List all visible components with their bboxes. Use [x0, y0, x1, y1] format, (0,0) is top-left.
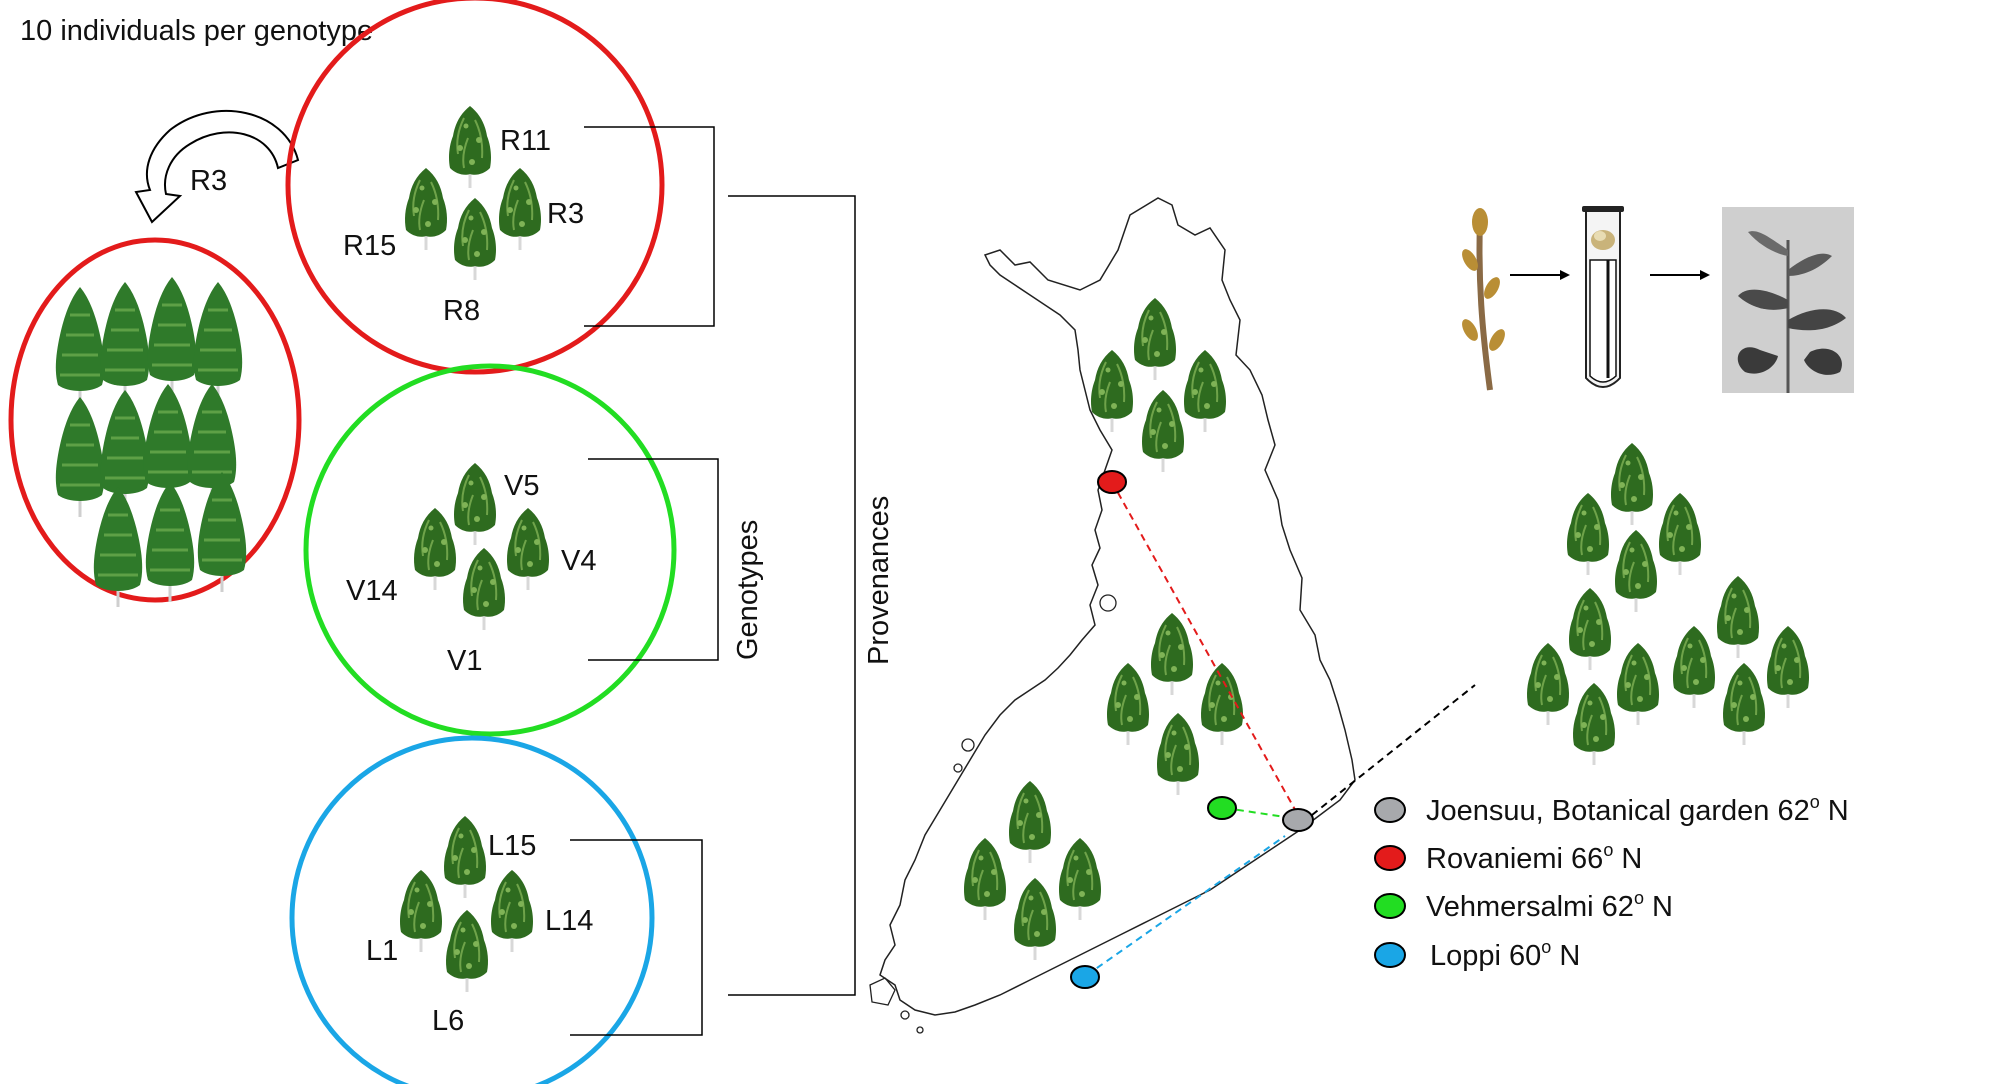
genotypes-label: Genotypes	[732, 520, 764, 660]
population-circle	[8, 237, 302, 603]
marker-vehmersalmi	[1207, 796, 1237, 820]
plantlet-photo-icon	[1722, 207, 1854, 393]
loppi-link	[1086, 835, 1286, 976]
legend-swatch-rovaniemi	[1374, 845, 1406, 871]
provenances-bracket	[728, 195, 856, 996]
genotype-label-l14: L14	[545, 905, 593, 937]
marker-loppi	[1070, 965, 1100, 989]
genotype-label-l15: L15	[488, 830, 536, 862]
genotype-label-r15: R15	[343, 230, 396, 262]
genotype-label-r8: R8	[443, 295, 480, 327]
marker-joensuu	[1282, 808, 1314, 832]
genotype-label-l1: L1	[366, 935, 398, 967]
legend-vehmersalmi: Vehmersalmi 62o N	[1426, 888, 1673, 923]
legend-rovaniemi: Rovaniemi 66o N	[1426, 840, 1642, 875]
legend-swatch-loppi	[1374, 942, 1406, 968]
provenances-label: Provenances	[863, 496, 895, 665]
curved-arrow-icon	[134, 109, 300, 224]
legend-joensuu: Joensuu, Botanical garden 62o N	[1426, 792, 1849, 827]
genotype-circle-blue	[289, 735, 655, 1084]
rovaniemi-link	[1111, 481, 1299, 816]
finland-map-outline	[879, 197, 1356, 1016]
genotype-circle-green	[303, 363, 677, 737]
map-trees-middle	[1105, 611, 1245, 797]
genotype-label-r11: R11	[500, 125, 551, 157]
arrow-head-icon	[1700, 270, 1710, 280]
genotype-label-v14: V14	[346, 575, 398, 607]
genotype-label-r3: R3	[547, 198, 584, 230]
test-tube-icon	[1582, 206, 1624, 388]
map-trees-south	[962, 779, 1103, 962]
map-islands	[869, 594, 1117, 1034]
marker-rovaniemi	[1097, 470, 1127, 494]
garden-trees	[1525, 441, 1811, 767]
header-note: 10 individuals per genotype	[20, 15, 373, 47]
genotype-label-v1: V1	[447, 645, 482, 677]
genotype-label-l6: L6	[432, 1005, 464, 1037]
bud-twig-icon	[1462, 208, 1505, 391]
arrow-label: R3	[190, 165, 227, 197]
legend-swatch-joensuu	[1374, 797, 1406, 823]
legend-swatch-vehmersalmi	[1374, 893, 1406, 919]
genotype-label-v5: V5	[504, 470, 539, 502]
genotype-label-v4: V4	[561, 545, 596, 577]
genotype-brackets	[570, 126, 719, 1036]
population-trees	[54, 275, 248, 609]
map-trees-north	[1089, 296, 1228, 474]
arrow-head-icon	[1560, 270, 1570, 280]
joensuu-link	[1311, 684, 1476, 816]
genotype-circle-red	[285, 0, 665, 375]
legend: Joensuu, Botanical garden 62o N Rovaniem…	[1374, 792, 1849, 972]
legend-loppi: Loppi 60o N	[1430, 937, 1580, 972]
